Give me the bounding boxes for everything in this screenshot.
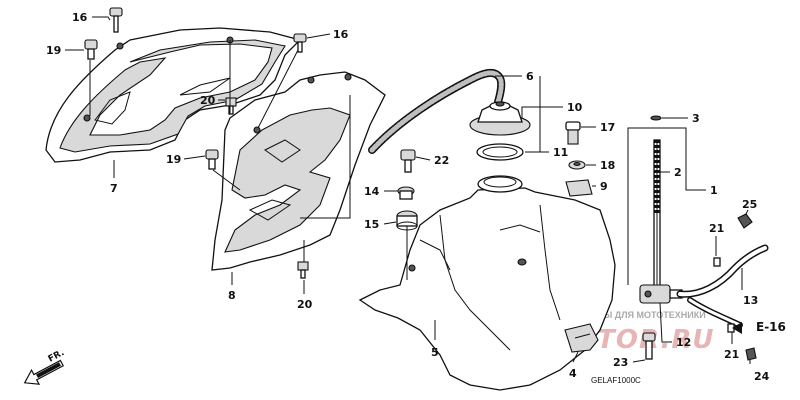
callout-10: 10: [567, 101, 583, 114]
grommet-part-14: [397, 186, 415, 200]
callout-14: 14: [364, 185, 380, 198]
callout-1: 1: [710, 184, 718, 197]
front-shroud-part-8: [211, 71, 386, 271]
clip-part-21a: [713, 257, 721, 267]
callout-15: 15: [364, 218, 379, 231]
fuel-cap-part-10: [469, 101, 531, 136]
callout-21-bottom: 21: [724, 348, 739, 361]
section-ref-label: E-16: [756, 320, 786, 334]
callout-21-top: 21: [709, 222, 724, 235]
bolt-part-16a: [109, 7, 123, 33]
callout-11: 11: [553, 146, 568, 159]
diagram-code: GELAF1000C: [591, 376, 641, 385]
callout-24: 24: [754, 370, 770, 383]
callout-2: 2: [674, 166, 682, 179]
clip-part-20b: [297, 261, 309, 279]
fuel-hose-part-13: [676, 244, 769, 328]
bolt-part-19b: [205, 149, 219, 170]
front-arrow: FR.: [23, 348, 66, 385]
callout-22: 22: [434, 154, 449, 167]
side-shroud-part-7: [45, 27, 302, 163]
callout-16-left: 16: [72, 11, 88, 24]
callout-12: 12: [676, 336, 691, 349]
cushion-part-15: [396, 210, 418, 231]
callout-20-bottom: 20: [297, 298, 313, 311]
bracket-part-4: [564, 323, 599, 353]
grommet-part-24: [745, 347, 757, 361]
callout-8: 8: [228, 289, 236, 302]
grommet-part-25: [737, 213, 753, 229]
fuel-tank-part-5: [358, 175, 616, 391]
callout-25: 25: [742, 198, 757, 211]
collar-part-17: [565, 121, 581, 145]
bolt-part-22: [400, 149, 416, 173]
fuel-valve-assembly-part-1: [639, 139, 683, 304]
bolt-part-23: [642, 332, 656, 360]
washer-part-18: [568, 160, 586, 170]
cap-seal-part-11: [476, 143, 524, 161]
oring-part-3: [650, 115, 662, 121]
bolt-part-19a: [84, 39, 98, 60]
callout-6: 6: [526, 70, 534, 83]
breather-tube-part-6: [368, 69, 506, 154]
callout-4: 4: [569, 367, 577, 380]
callout-19-left: 19: [46, 44, 61, 57]
clip-part-20a: [225, 97, 237, 115]
callout-16-right: 16: [333, 28, 349, 41]
callout-19-mid: 19: [166, 153, 181, 166]
callout-labels: 16 19 20 7 16 19 8 20 6 10 11 22 14 15 5…: [46, 11, 770, 383]
section-reference: E-16: [732, 316, 794, 336]
callout-23: 23: [613, 356, 628, 369]
leader-lines: [65, 16, 751, 364]
callout-13: 13: [743, 294, 758, 307]
callout-3: 3: [692, 112, 700, 125]
callout-17: 17: [600, 121, 615, 134]
bolt-part-16b: [293, 33, 307, 53]
callout-20-top: 20: [200, 94, 216, 107]
callout-7: 7: [110, 182, 118, 195]
callout-5: 5: [431, 346, 439, 359]
callout-9: 9: [600, 180, 608, 193]
rubber-part-9: [565, 179, 593, 197]
callout-18: 18: [600, 159, 615, 172]
